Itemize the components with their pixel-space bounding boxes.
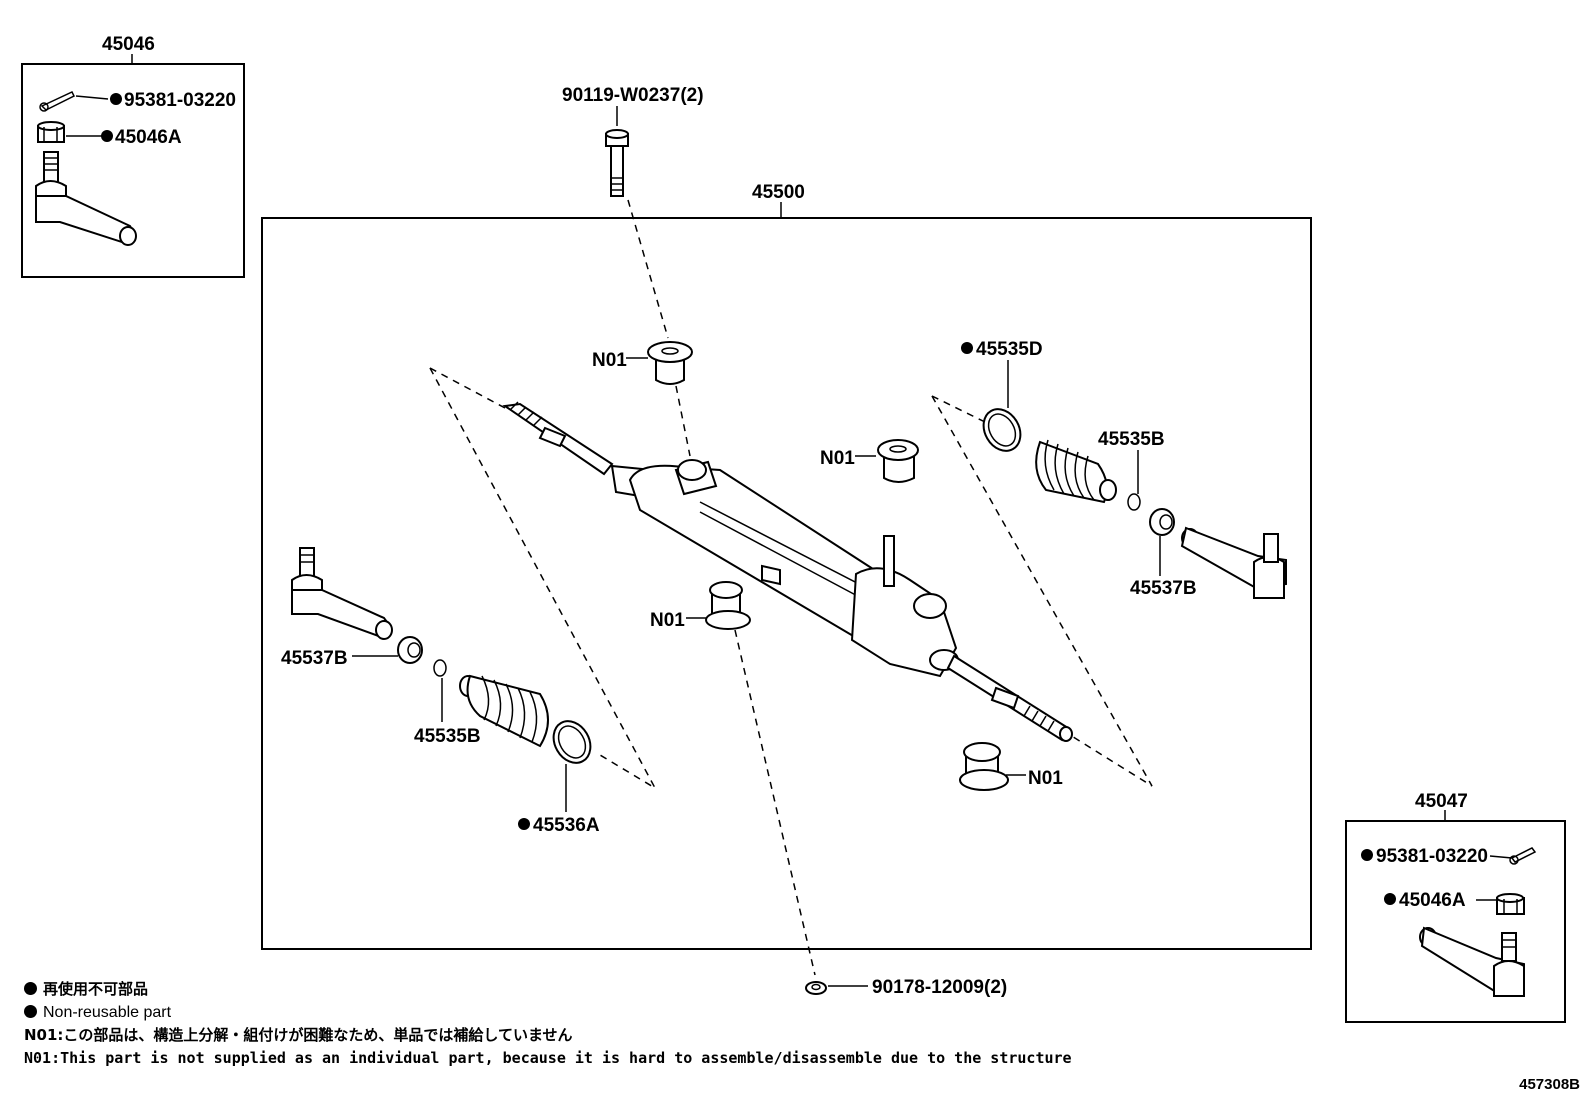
washer-icon xyxy=(397,636,423,664)
filled-circle-icon xyxy=(24,1005,37,1018)
legend-jp-text: 再使用不可部品 xyxy=(43,980,149,998)
tie-rod-end-icon xyxy=(1419,926,1525,997)
bushing-icon xyxy=(705,581,751,630)
label-bolt-top[interactable]: 90119-W0237(2) xyxy=(562,85,704,106)
tie-rod-end-icon xyxy=(35,151,137,246)
castle-nut-icon xyxy=(1496,893,1525,915)
nonreusable-dot-icon xyxy=(101,130,113,142)
boot-icon xyxy=(459,674,549,748)
clamp-ring-icon xyxy=(982,408,1022,452)
nonreusable-dot-icon xyxy=(961,342,973,354)
label-br-pin[interactable]: 95381-03220 xyxy=(1376,846,1488,867)
nonreusable-dot-icon xyxy=(1384,893,1396,905)
label-l-washer[interactable]: 45537B xyxy=(281,648,348,669)
clip-icon xyxy=(1127,493,1141,511)
castle-nut-icon xyxy=(37,121,65,143)
flange-bolt-icon xyxy=(605,129,629,197)
label-tl-nut[interactable]: 45046A xyxy=(115,127,182,148)
label-n01-a[interactable]: N01 xyxy=(592,350,627,371)
tie-rod-end-icon xyxy=(1180,526,1287,599)
washer-icon xyxy=(1149,508,1175,536)
clip-icon xyxy=(433,659,447,677)
box-45046: 45046 95381-03220 45046A xyxy=(21,34,245,278)
label-45046[interactable]: 45046 xyxy=(102,34,155,55)
label-tl-pin[interactable]: 95381-03220 xyxy=(124,90,236,111)
legend-n01-jp: N01:この部品は、構造上分解・組付けが困難なため、単品では補給していません xyxy=(24,1026,573,1044)
label-45047[interactable]: 45047 xyxy=(1415,791,1468,812)
label-n01-c[interactable]: N01 xyxy=(650,610,685,631)
clamp-ring-icon xyxy=(552,720,592,764)
nonreusable-dot-icon xyxy=(518,818,530,830)
bushing-icon xyxy=(647,341,693,385)
legend-n01-en: N01:This part is not supplied as an indi… xyxy=(24,1049,1072,1067)
bushing-icon xyxy=(959,742,1009,791)
bushing-icon xyxy=(877,439,919,483)
steering-rack-icon xyxy=(502,401,1073,742)
legend-en-text: Non-reusable part xyxy=(43,1004,172,1021)
label-l-clamp[interactable]: 45536A xyxy=(533,815,600,836)
flange-nut-icon xyxy=(805,981,827,995)
cotter-pin-icon xyxy=(39,91,109,112)
illustration-code: 457308B xyxy=(1519,1076,1580,1093)
legend-row-jp: 再使用不可部品 xyxy=(24,978,1072,1001)
box-45047: 45047 95381-03220 45046A xyxy=(1345,791,1566,1023)
label-45500[interactable]: 45500 xyxy=(752,182,805,203)
label-nut-bottom[interactable]: 90178-12009(2) xyxy=(872,977,1007,998)
label-br-nut[interactable]: 45046A xyxy=(1399,890,1466,911)
legend-row-en: Non-reusable part xyxy=(24,1001,1072,1024)
filled-circle-icon xyxy=(24,982,37,995)
cotter-pin-icon xyxy=(1509,847,1537,865)
label-n01-d[interactable]: N01 xyxy=(1028,768,1063,789)
label-n01-b[interactable]: N01 xyxy=(820,448,855,469)
tie-rod-end-icon xyxy=(291,547,393,640)
legend: 再使用不可部品 Non-reusable part N01:この部品は、構造上分… xyxy=(24,978,1072,1070)
label-r-washer[interactable]: 45537B xyxy=(1130,578,1197,599)
label-l-clip[interactable]: 45535B xyxy=(414,726,481,747)
nonreusable-dot-icon xyxy=(1361,849,1373,861)
boot-icon xyxy=(1035,439,1117,504)
label-r-clip[interactable]: 45535B xyxy=(1098,429,1165,450)
nonreusable-dot-icon xyxy=(110,93,122,105)
label-r-clamp[interactable]: 45535D xyxy=(976,339,1043,360)
